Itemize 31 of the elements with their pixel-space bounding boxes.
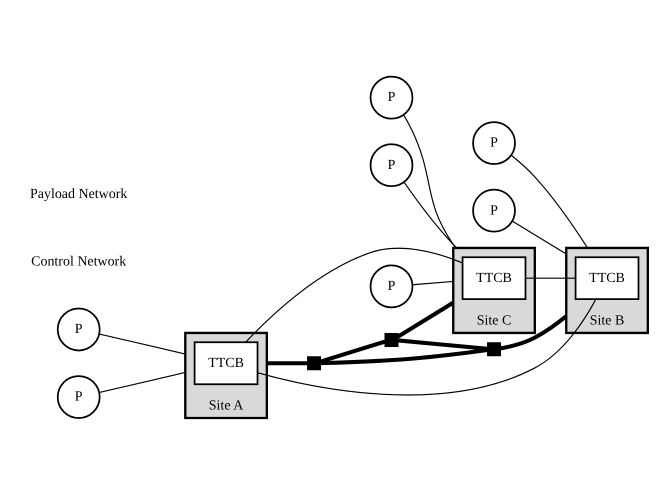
connector: [396, 300, 454, 338]
node-circle: P: [56, 308, 101, 352]
node-box: [487, 342, 502, 356]
node-box: TTCB: [462, 256, 526, 300]
connector: [266, 361, 308, 366]
node-circle: P: [472, 121, 516, 165]
connector: [320, 340, 386, 364]
node-circle: P: [370, 143, 414, 188]
connector: [320, 348, 488, 366]
connector: [403, 114, 456, 248]
connector: [500, 314, 568, 350]
connector: [258, 299, 596, 396]
node-circle: P: [370, 76, 414, 120]
connector: [99, 372, 186, 394]
node-circle: P: [370, 264, 414, 308]
connector: [246, 248, 462, 342]
node-box: TTCB: [194, 341, 258, 386]
connector: [412, 280, 454, 286]
node-box: [307, 356, 322, 370]
node-box: [384, 332, 398, 347]
connector: [512, 220, 567, 255]
node-box: TTCB: [574, 256, 640, 300]
connector: [99, 333, 186, 355]
connector: [398, 338, 488, 351]
node-circle: P: [472, 188, 516, 232]
node-circle: P: [56, 375, 101, 419]
connector: [511, 154, 588, 248]
connector: [526, 278, 576, 279]
label: Payload Network: [30, 186, 128, 202]
connector: [404, 182, 458, 248]
label: Control Network: [31, 254, 126, 270]
